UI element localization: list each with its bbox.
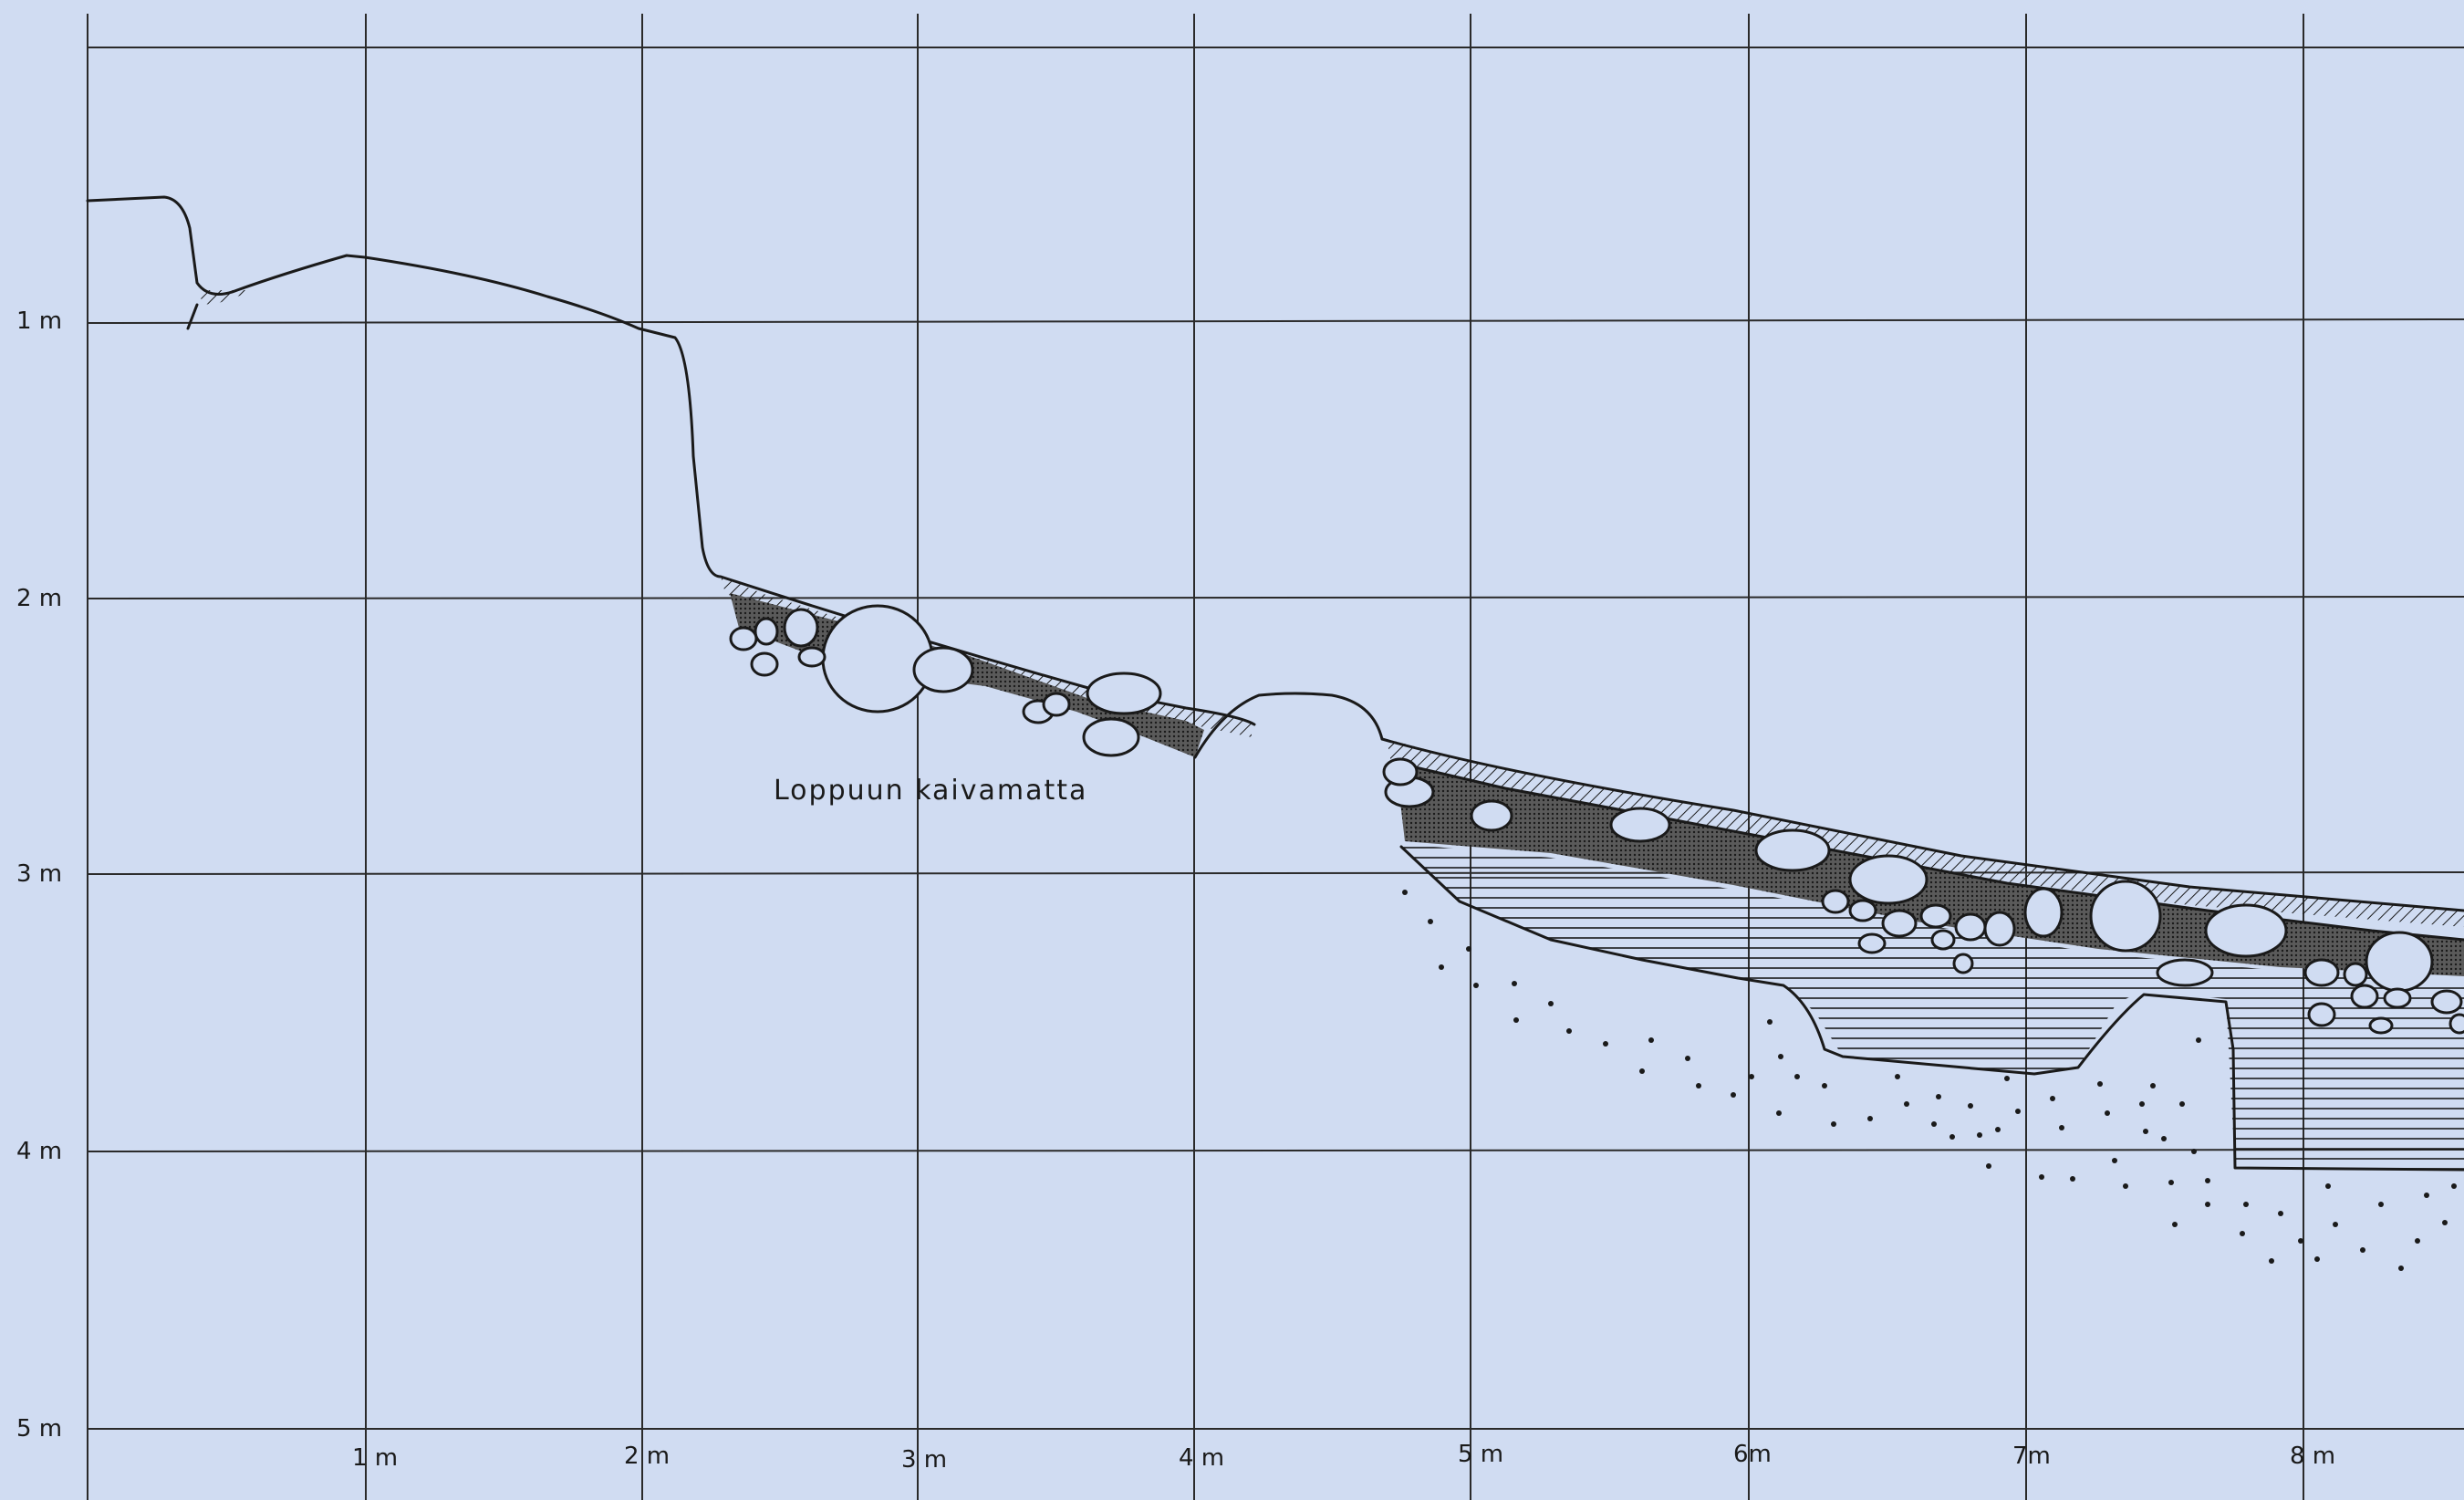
stone (1930, 929, 1956, 951)
stone (912, 646, 974, 693)
y-axis-labels: 1 m 2 m 3 m 4 m 5 m (16, 307, 62, 1443)
stone (729, 626, 758, 651)
annotation-unexcavated: Loppuun kaivamatta (774, 775, 1087, 807)
stone (1382, 757, 1419, 786)
right-surface-line (1380, 737, 2464, 912)
stone (2448, 1013, 2464, 1035)
x-label-5m: 5 m (1458, 1441, 1503, 1468)
x-label-3m: 3 m (901, 1446, 947, 1474)
stones (729, 604, 2464, 1035)
x-label-8m: 8 m (2290, 1443, 2335, 1470)
stone (2303, 958, 2340, 987)
x-label-4m: 4 m (1179, 1444, 1224, 1472)
stone (2089, 880, 2162, 953)
stone (1470, 799, 1513, 832)
stone (2365, 931, 2434, 993)
hatched-topsoil-right (1387, 739, 2464, 927)
stone (1857, 932, 1887, 954)
pit-outline (1399, 845, 2464, 1172)
x-label-1m: 1 m (352, 1444, 398, 1472)
stone (1082, 717, 1140, 757)
cut-edge (186, 303, 199, 330)
y-label-2m: 2 m (16, 585, 62, 612)
x-label-2m: 2 m (624, 1443, 670, 1470)
stone (1848, 899, 1877, 922)
y-label-5m: 5 m (16, 1415, 62, 1443)
stone (1848, 854, 1929, 905)
stone (1954, 912, 1987, 942)
stone (750, 651, 779, 677)
x-axis-labels: 1 m 2 m 3 m 4 m 5 m 6m 7m 8 m (352, 1441, 2335, 1474)
stone (783, 608, 819, 648)
horizontal-hatched-fill (1401, 844, 2464, 1170)
stone (1609, 807, 1671, 843)
stone (2383, 987, 2412, 1009)
stone (2156, 958, 2214, 987)
y-label-3m: 3 m (16, 860, 62, 888)
stone (1881, 909, 1918, 938)
stone (2350, 984, 2379, 1009)
stone (1821, 889, 1850, 914)
stone (1952, 953, 1974, 974)
stone (1754, 828, 1831, 872)
ground-surface-line (86, 195, 1256, 726)
stone (821, 604, 934, 714)
stone (754, 617, 779, 646)
y-label-1m: 1 m (16, 307, 62, 335)
stone (2307, 1002, 2336, 1027)
stone (2430, 989, 2463, 1015)
x-label-7m: 7m (2012, 1443, 2051, 1470)
stone (1919, 903, 1952, 929)
grid (87, 14, 2464, 1500)
stone (1042, 692, 1071, 717)
stone (1086, 672, 1162, 715)
middle-stone-outline (1193, 692, 1384, 759)
stone (1983, 911, 2016, 947)
stone (2343, 962, 2368, 987)
stone (2368, 1016, 2394, 1035)
sand-dots (1402, 890, 2457, 1271)
stone (797, 646, 827, 668)
stone (2204, 903, 2288, 958)
y-label-4m: 4 m (16, 1138, 62, 1165)
x-label-6m: 6m (1733, 1441, 1772, 1468)
stratigraphy-fills (199, 290, 2464, 1170)
stone (2023, 887, 2064, 938)
profile-lines (86, 195, 2464, 1172)
